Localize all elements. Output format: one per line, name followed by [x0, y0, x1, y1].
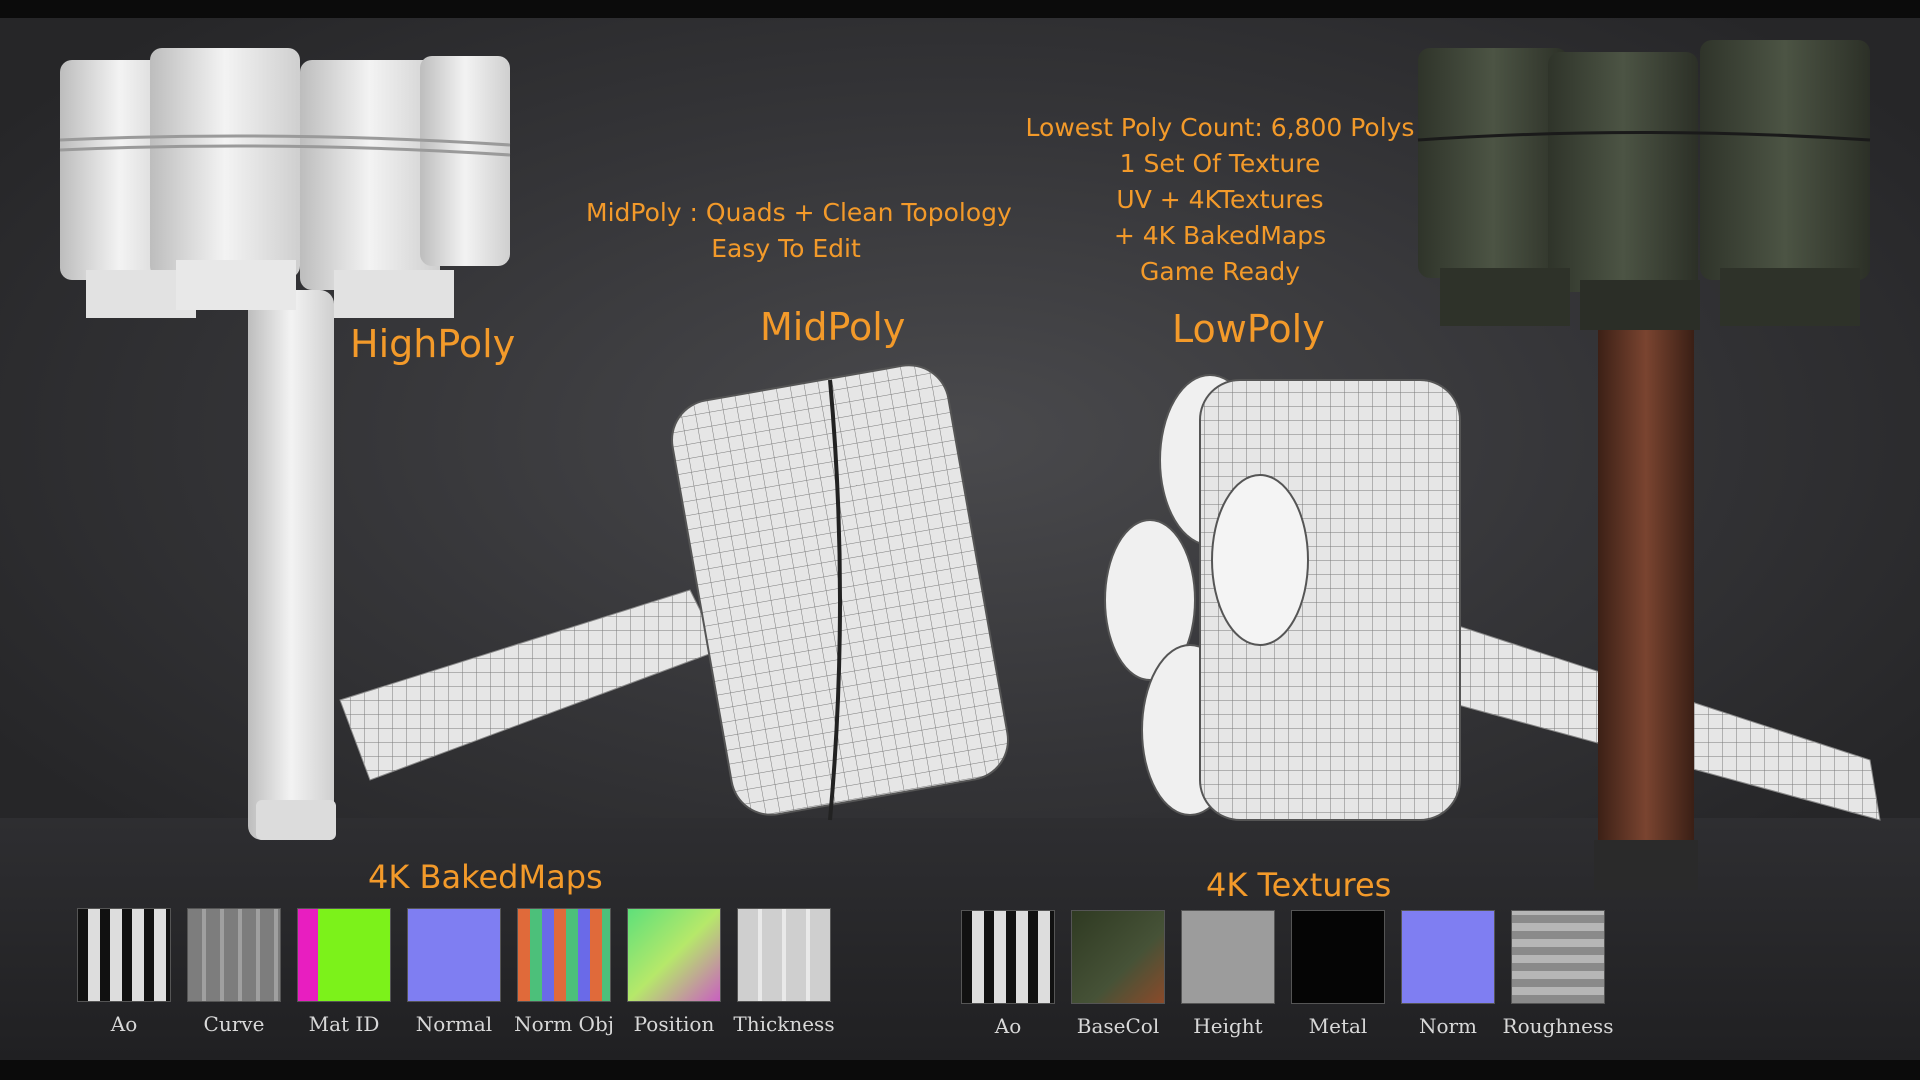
lowpoly-desc-line: + 4K BakedMaps: [1113, 221, 1327, 250]
bottom-letterbox: [0, 1060, 1920, 1080]
midpoly-description: MidPoly : Quads + Clean Topology Easy To…: [586, 195, 1012, 267]
texture-ao[interactable]: Ao: [960, 910, 1056, 1038]
highpoly-model: [59, 48, 511, 840]
midpoly-title: MidPoly: [760, 305, 906, 349]
top-letterbox: [0, 0, 1920, 18]
thumbnail: [517, 908, 611, 1002]
thumbnail-caption: Height: [1193, 1014, 1263, 1038]
baked-maps-strip: Ao Curve Mat ID Normal Norm Obj Position…: [76, 908, 835, 1036]
lowpoly-desc-line: 1 Set Of Texture: [1119, 149, 1321, 178]
thumbnail: [77, 908, 171, 1002]
thumbnail: [1071, 910, 1165, 1004]
thumbnail-caption: Roughness: [1502, 1014, 1614, 1038]
thumbnail: [1291, 910, 1385, 1004]
thumbnail-caption: Thickness: [733, 1012, 835, 1036]
thumbnail: [407, 908, 501, 1002]
midpoly-model: [339, 364, 1010, 821]
thumbnail-caption: Ao: [110, 1012, 138, 1036]
textures-strip: Ao BaseCol Height Metal Norm Roughness: [960, 910, 1613, 1038]
thumbnail: [187, 908, 281, 1002]
lowpoly-desc-line: UV + 4KTextures: [1116, 185, 1324, 214]
baked-map-curve[interactable]: Curve: [186, 908, 282, 1036]
thumbnail-caption: Norm Obj: [514, 1012, 614, 1036]
thumbnail: [627, 908, 721, 1002]
lowpoly-desc-line: Lowest Poly Count: 6,800 Polys: [1025, 113, 1415, 142]
thumbnail-caption: Norm: [1418, 1014, 1478, 1038]
midpoly-desc-line: MidPoly : Quads + Clean Topology: [586, 198, 1012, 227]
thumbnail-caption: Normal: [415, 1012, 493, 1036]
thumbnail-caption: Curve: [203, 1012, 265, 1036]
baked-map-matid[interactable]: Mat ID: [296, 908, 392, 1036]
textures-title: 4K Textures: [1206, 866, 1392, 904]
lowpoly-desc-line: Game Ready: [1140, 257, 1300, 286]
baked-maps-title: 4K BakedMaps: [368, 858, 603, 896]
thumbnail-caption: Mat ID: [308, 1012, 380, 1036]
lowpoly-title: LowPoly: [1172, 307, 1325, 351]
thumbnail: [961, 910, 1055, 1004]
baked-map-norm-obj[interactable]: Norm Obj: [514, 908, 614, 1036]
highpoly-title: HighPoly: [350, 322, 516, 366]
thumbnail-caption: Ao: [994, 1014, 1022, 1038]
texture-metal[interactable]: Metal: [1290, 910, 1386, 1038]
midpoly-desc-line: Easy To Edit: [711, 234, 861, 263]
lowpoly-model: [1104, 374, 1881, 821]
thumbnail-caption: Position: [633, 1012, 715, 1036]
baked-map-thickness[interactable]: Thickness: [733, 908, 835, 1036]
thumbnail-caption: BaseCol: [1076, 1014, 1160, 1038]
texture-roughness[interactable]: Roughness: [1503, 910, 1613, 1038]
textured-model: [1417, 40, 1871, 890]
baked-map-position[interactable]: Position: [626, 908, 722, 1036]
texture-basecol[interactable]: BaseCol: [1070, 910, 1166, 1038]
thumbnail-caption: Metal: [1308, 1014, 1368, 1038]
baked-map-normal[interactable]: Normal: [406, 908, 502, 1036]
thumbnail: [297, 908, 391, 1002]
thumbnail: [1401, 910, 1495, 1004]
baked-map-ao[interactable]: Ao: [76, 908, 172, 1036]
texture-norm[interactable]: Norm: [1400, 910, 1496, 1038]
texture-height[interactable]: Height: [1180, 910, 1276, 1038]
thumbnail: [737, 908, 831, 1002]
lowpoly-description: Lowest Poly Count: 6,800 Polys 1 Set Of …: [1020, 110, 1420, 290]
thumbnail: [1511, 910, 1605, 1004]
thumbnail: [1181, 910, 1275, 1004]
